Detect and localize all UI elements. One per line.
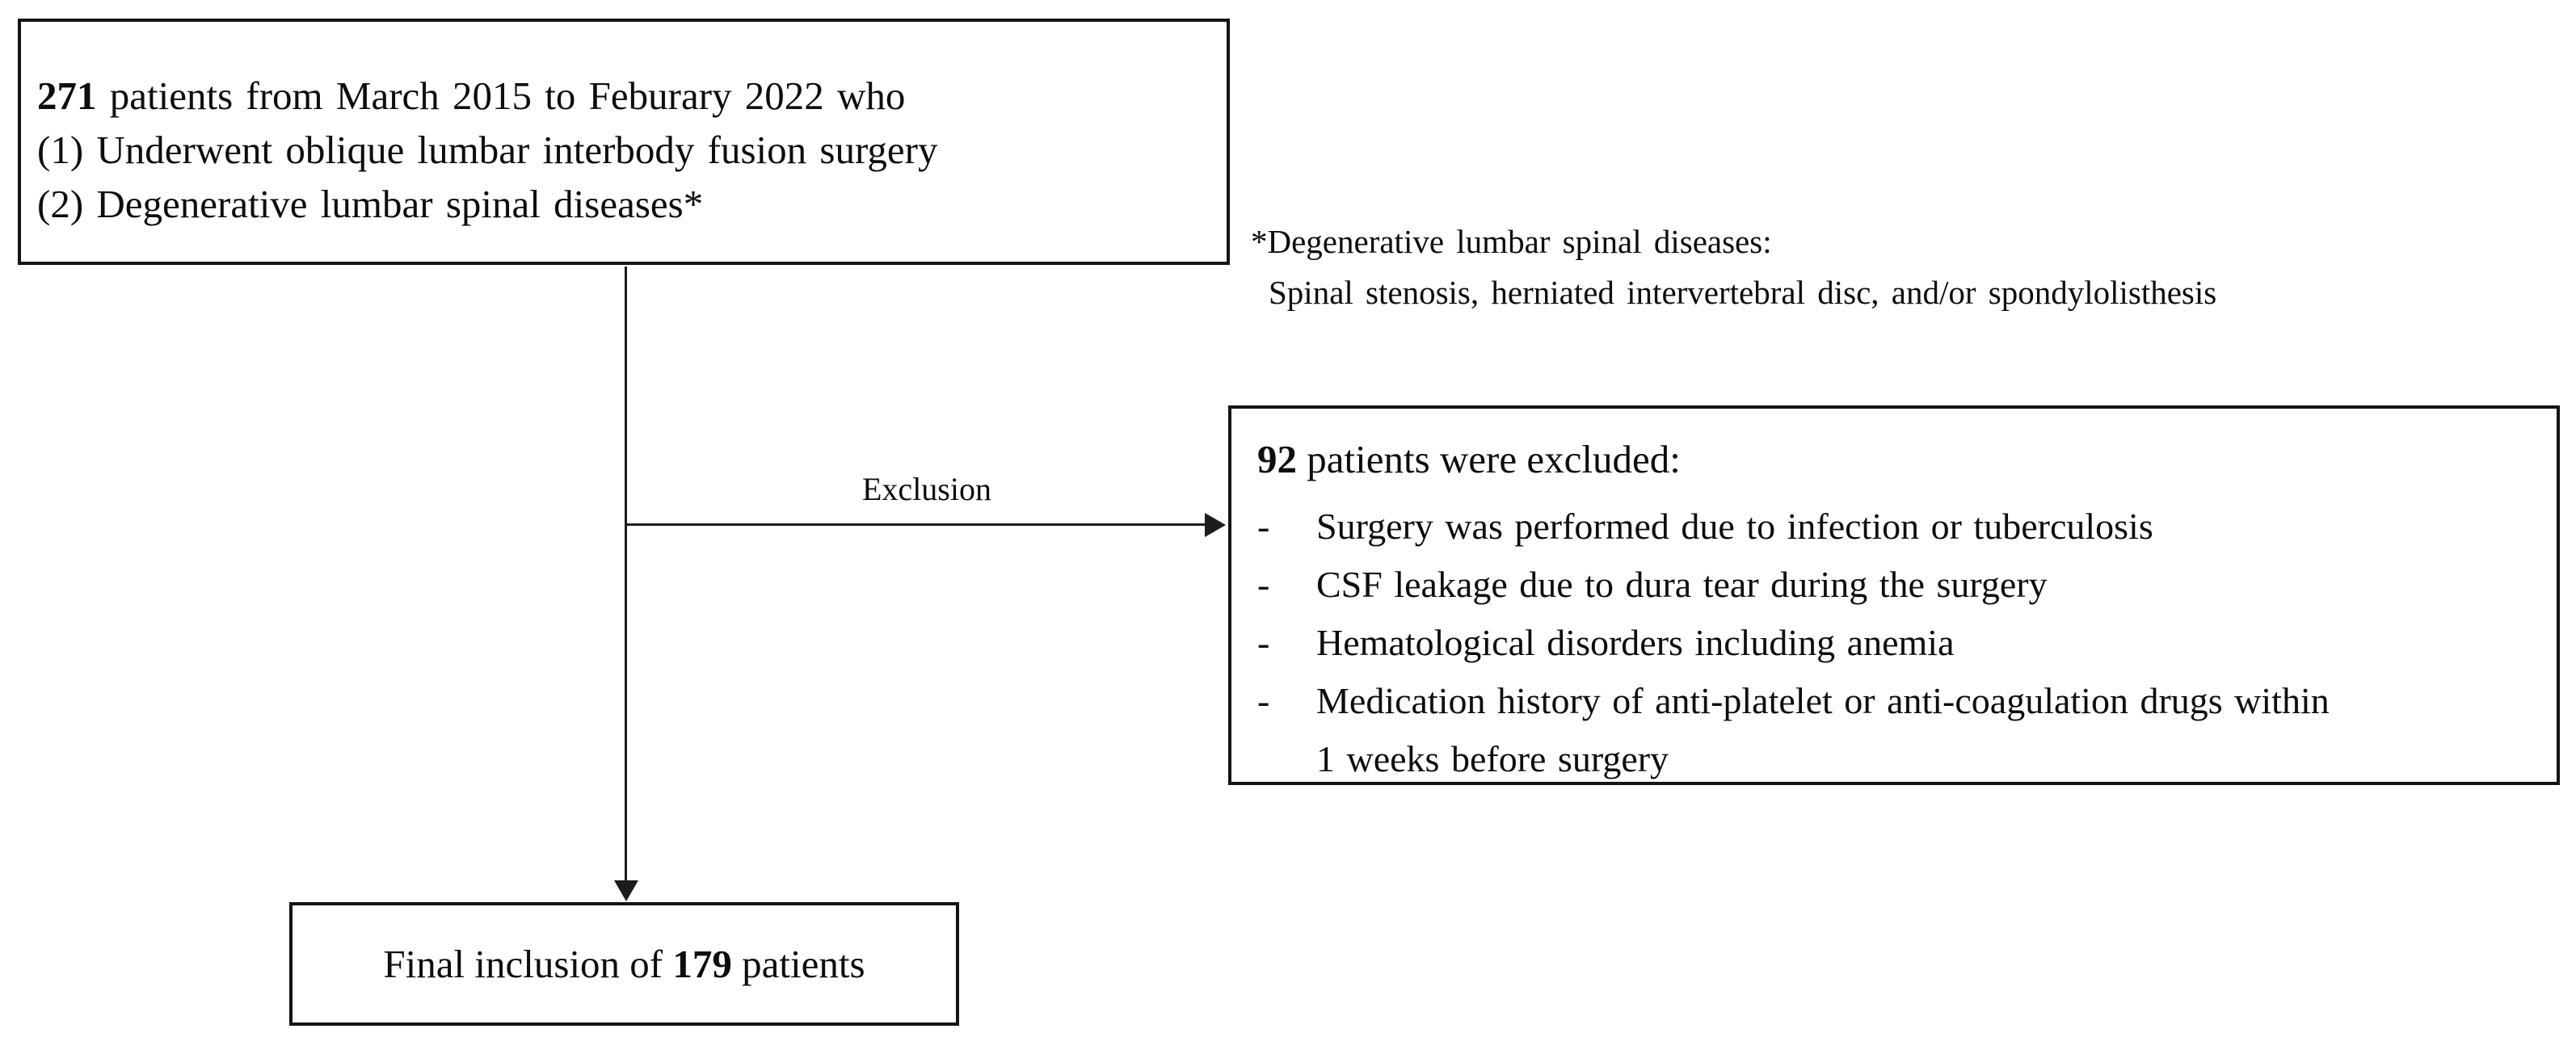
excluded-box: 92 patients were excluded: - Surgery was… [1228, 405, 2560, 785]
footnote-line1: *Degenerative lumbar spinal diseases: [1251, 223, 1772, 260]
final-suffix: patients [731, 942, 865, 986]
excluded-count: 92 [1257, 437, 1297, 481]
excluded-bullet-2: CSF leakage due to dura tear during the … [1316, 564, 2048, 605]
final-inclusion-box: Final inclusion of 179 patients [289, 902, 959, 1026]
exclusion-line-horizontal [627, 523, 1207, 526]
excluded-bullet-row: - Surgery was performed due to infection… [1257, 498, 2534, 556]
bullet-dash: - [1257, 622, 1270, 663]
initial-cohort-line1: 271 patients from March 2015 to Feburary… [37, 69, 1212, 123]
bullet-dash: - [1257, 680, 1270, 721]
initial-cohort-box: 271 patients from March 2015 to Feburary… [18, 19, 1230, 265]
bullet-dash: - [1257, 506, 1270, 547]
initial-line1-text: patients from March 2015 to Feburary 202… [96, 73, 906, 118]
right-arrowhead-icon [1205, 513, 1226, 537]
excluded-bullet-row: - Hematological disorders including anem… [1257, 614, 2534, 672]
final-prefix: Final inclusion of [383, 942, 673, 986]
excluded-bullet-4: Medication history of anti-platelet or a… [1316, 672, 2534, 788]
footnote-line2: Spinal stenosis, herniated intervertebra… [1269, 274, 2217, 311]
excluded-bullet-1: Surgery was performed due to infection o… [1316, 506, 2153, 547]
excluded-bullet-4-line2: 1 weeks before surgery [1316, 738, 1669, 779]
initial-criterion-1: (1) Underwent oblique lumbar interbody f… [37, 128, 938, 172]
initial-count: 271 [37, 73, 97, 118]
excluded-bullet-4-line1: Medication history of anti-platelet or a… [1316, 680, 2330, 721]
bullet-dash: - [1257, 564, 1270, 605]
excluded-bullet-row: - Medication history of anti-platelet or… [1257, 672, 2534, 788]
excluded-heading: 92 patients were excluded: [1257, 435, 2534, 485]
excluded-bullet-row: - CSF leakage due to dura tear during th… [1257, 556, 2534, 614]
excluded-heading-text: patients were excluded: [1297, 437, 1681, 481]
final-count: 179 [672, 942, 732, 986]
footnote: *Degenerative lumbar spinal diseases: Sp… [1251, 216, 2216, 318]
initial-criterion-2: (2) Degenerative lumbar spinal diseases* [37, 182, 704, 226]
flow-line-vertical [625, 267, 627, 882]
exclusion-label: Exclusion [862, 471, 991, 507]
down-arrowhead-icon [614, 880, 638, 901]
excluded-bullet-3: Hematological disorders including anemia [1316, 622, 1955, 663]
